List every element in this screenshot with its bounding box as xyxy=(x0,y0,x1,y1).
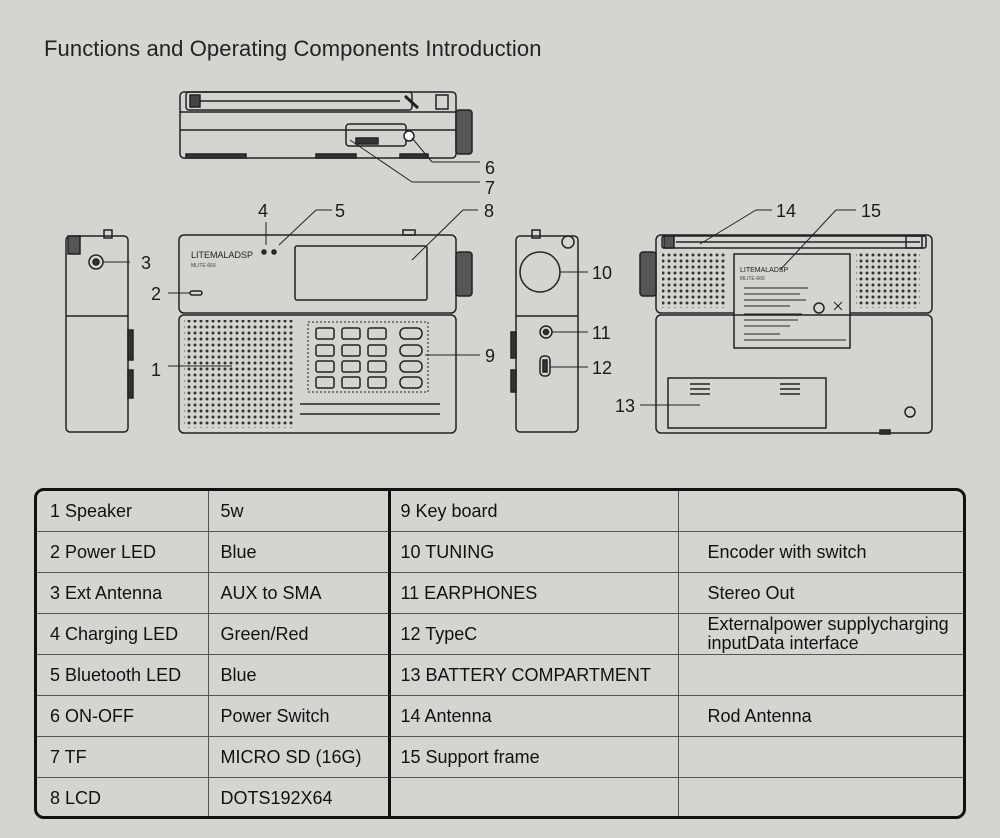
table-cell: 8 LCD xyxy=(37,777,209,816)
table-cell: 5w xyxy=(207,491,391,532)
table-cell: Rod Antenna xyxy=(677,695,963,737)
table-cell: Green/Red xyxy=(207,613,391,655)
table-cell: Power Switch xyxy=(207,695,391,737)
table-cell: 6 ON-OFF xyxy=(37,695,209,737)
table-cell: Externalpower supplycharging inputData i… xyxy=(677,613,963,655)
right-side-view xyxy=(510,229,588,433)
callout-5: 5 xyxy=(335,201,345,221)
left-side-view xyxy=(65,229,134,433)
table-row: 5 Bluetooth LED Blue 13 BATTERY COMPARTM… xyxy=(37,654,963,696)
table-cell: 3 Ext Antenna xyxy=(37,572,209,614)
table-cell: 14 Antenna xyxy=(388,695,679,737)
callout-4: 4 xyxy=(258,201,268,221)
brand-label: LITEMALADSP xyxy=(191,250,253,260)
table-row: 4 Charging LED Green/Red 12 TypeC Extern… xyxy=(37,613,963,655)
callout-labels: 1 2 3 4 5 6 7 8 9 10 11 12 13 14 15 xyxy=(141,158,881,416)
table-cell: 10 TUNING xyxy=(388,531,679,573)
front-view xyxy=(168,209,480,434)
callout-1: 1 xyxy=(151,360,161,380)
callout-6: 6 xyxy=(485,158,495,178)
table-cell: Stereo Out xyxy=(677,572,963,614)
callout-2: 2 xyxy=(151,284,161,304)
table-cell xyxy=(677,777,963,816)
table-row: 3 Ext Antenna AUX to SMA 11 EARPHONES St… xyxy=(37,572,963,614)
table-cell: 12 TypeC xyxy=(388,613,679,655)
table-cell: Blue xyxy=(207,654,391,696)
table-cell: 9 Key board xyxy=(388,491,679,532)
table-row: 7 TF MICRO SD (16G) 15 Support frame xyxy=(37,736,963,778)
callout-14: 14 xyxy=(776,201,796,221)
callout-15: 15 xyxy=(861,201,881,221)
table-cell xyxy=(388,777,679,816)
top-view xyxy=(179,91,480,183)
table-cell: Blue xyxy=(207,531,391,573)
table-cell: 13 BATTERY COMPARTMENT xyxy=(388,654,679,696)
callout-10: 10 xyxy=(592,263,612,283)
table-cell: 11 EARPHONES xyxy=(388,572,679,614)
device-diagram: LITEMALADSP MLITE-666 xyxy=(65,91,933,435)
table-cell: 1 Speaker xyxy=(37,491,209,532)
callout-12: 12 xyxy=(592,358,612,378)
page-title: Functions and Operating Components Intro… xyxy=(44,36,542,61)
table-cell: DOTS192X64 xyxy=(207,777,391,816)
callout-11: 11 xyxy=(592,323,611,343)
table-cell: AUX to SMA xyxy=(207,572,391,614)
table-row: 2 Power LED Blue 10 TUNING Encoder with … xyxy=(37,531,963,573)
callout-7: 7 xyxy=(485,178,495,198)
model-label: MLITE-666 xyxy=(191,263,216,269)
callout-13: 13 xyxy=(615,396,635,416)
spec-table: 1 Speaker 5w 9 Key board 2 Power LED Blu… xyxy=(34,488,966,819)
table-cell: 4 Charging LED xyxy=(37,613,209,655)
table-row: 8 LCD DOTS192X64 xyxy=(37,777,963,816)
table-cell xyxy=(677,654,963,696)
table-cell: 15 Support frame xyxy=(388,736,679,778)
table-cell: 7 TF xyxy=(37,736,209,778)
table-cell xyxy=(677,491,963,532)
back-model-label: MLITE-666 xyxy=(740,276,765,282)
table-cell xyxy=(677,736,963,778)
back-view xyxy=(639,209,933,435)
table-row: 6 ON-OFF Power Switch 14 Antenna Rod Ant… xyxy=(37,695,963,737)
table-cell: MICRO SD (16G) xyxy=(207,736,391,778)
back-brand-label: LITEMALADSP xyxy=(740,267,789,274)
callout-8: 8 xyxy=(484,201,494,221)
table-cell: Encoder with switch xyxy=(677,531,963,573)
table-cell: 2 Power LED xyxy=(37,531,209,573)
callout-9: 9 xyxy=(485,346,495,366)
table-cell: 5 Bluetooth LED xyxy=(37,654,209,696)
table-row: 1 Speaker 5w 9 Key board xyxy=(37,491,963,532)
callout-3: 3 xyxy=(141,253,151,273)
